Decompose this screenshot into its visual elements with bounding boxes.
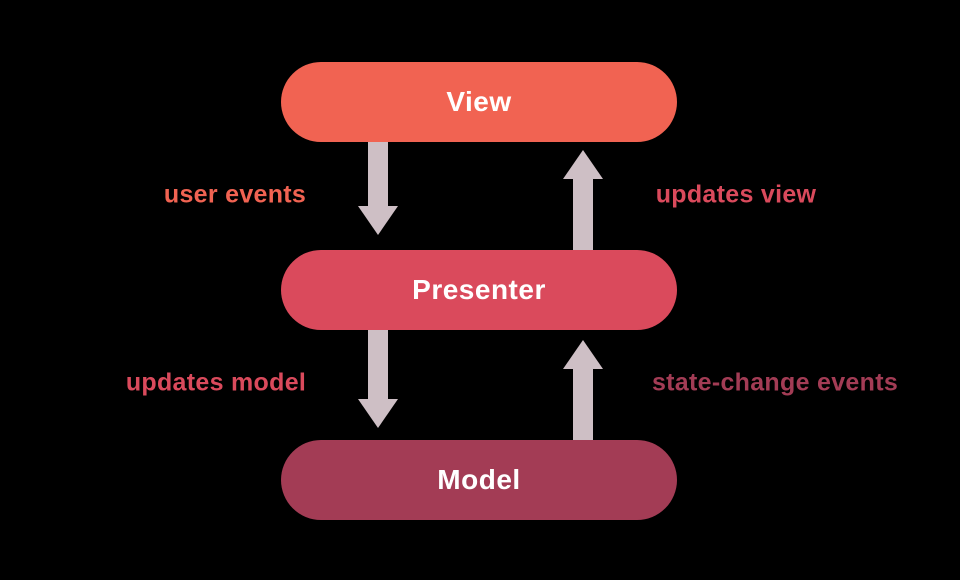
arrow-up-head-icon — [563, 150, 603, 179]
node-model-label: Model — [437, 464, 521, 495]
arrow-shaft — [573, 369, 593, 440]
arrow-down-head-icon — [358, 399, 398, 428]
edge-label-state-change-events: state-change events — [651, 368, 899, 397]
node-view-label: View — [446, 86, 512, 117]
arrow-model-to-presenter — [563, 340, 603, 440]
edge-label-user-events: user events — [163, 180, 307, 209]
arrow-presenter-to-view — [563, 150, 603, 250]
arrow-presenter-to-model — [358, 330, 398, 428]
arrow-shaft — [368, 142, 388, 206]
node-model: Model — [281, 440, 677, 520]
arrow-shaft — [573, 179, 593, 250]
arrow-shaft — [368, 330, 388, 399]
node-presenter-label: Presenter — [412, 274, 546, 305]
arrow-down-head-icon — [358, 206, 398, 235]
edge-label-updates-view: updates view — [655, 180, 817, 209]
edge-label-updates-model: updates model — [125, 368, 307, 397]
arrow-view-to-presenter — [358, 142, 398, 235]
node-view: View — [281, 62, 677, 142]
node-presenter: Presenter — [281, 250, 677, 330]
arrow-up-head-icon — [563, 340, 603, 369]
